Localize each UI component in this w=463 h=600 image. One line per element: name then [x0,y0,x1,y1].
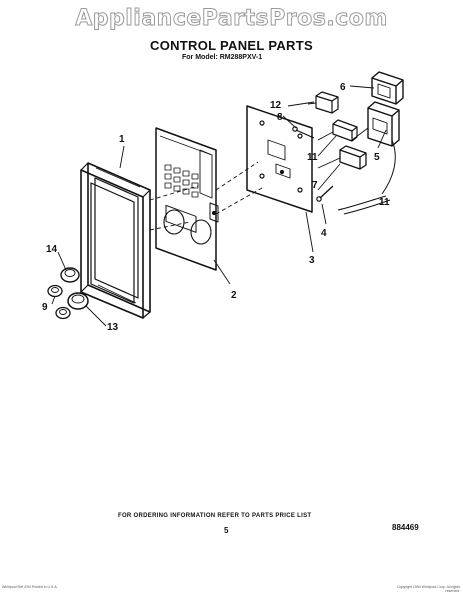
callout-9: 9 [42,302,48,313]
callout-11-upper: 11 [307,152,318,163]
part-9-knob [47,284,63,298]
part-13-knob [67,292,89,310]
part-11-upper-switch [317,119,358,142]
part-9b-knob [55,306,71,320]
part-3-mounting-plate [246,105,313,213]
model-subtitle: For Model: RM288PXV-1 [182,54,263,61]
alignment-lines [149,161,263,231]
callout-6: 6 [340,82,346,93]
wire-harness [337,139,396,215]
document-code: 884469 [392,523,419,532]
callout-2: 2 [231,290,237,301]
callout-4: 4 [321,228,327,239]
callout-11-lower: 11 [379,197,390,208]
callout-5: 5 [374,152,380,163]
part-2-control-board [155,127,219,271]
ordering-note: FOR ORDERING INFORMATION REFER TO PARTS … [118,513,312,519]
part-14-knob [60,267,80,283]
watermark-logo: AppliancePartsPros.com [75,6,388,32]
callout-13: 13 [107,322,119,333]
part-7-relay [317,145,367,170]
part-6-connector [371,71,404,105]
fine-print-left: Whirlpool Ref 2/94 Printed in U.S.A. [2,585,58,589]
diagram-title: CONTROL PANEL PARTS [150,38,313,53]
page-number: 5 [224,526,229,535]
callout-12: 12 [270,100,282,111]
callout-8: 8 [277,112,283,123]
leader-lines [51,85,387,327]
callout-14: 14 [46,244,58,255]
part-8-screw [292,126,315,139]
part-12-block [307,91,339,114]
fine-print-right: Copyright 1994 Whirlpool Corp. All right… [396,585,460,593]
callout-3: 3 [309,255,315,266]
part-1-frame [80,162,151,319]
callout-1: 1 [119,134,125,145]
part-4-probe [316,185,334,202]
callout-7: 7 [312,180,318,191]
part-5-transformer [351,101,400,147]
